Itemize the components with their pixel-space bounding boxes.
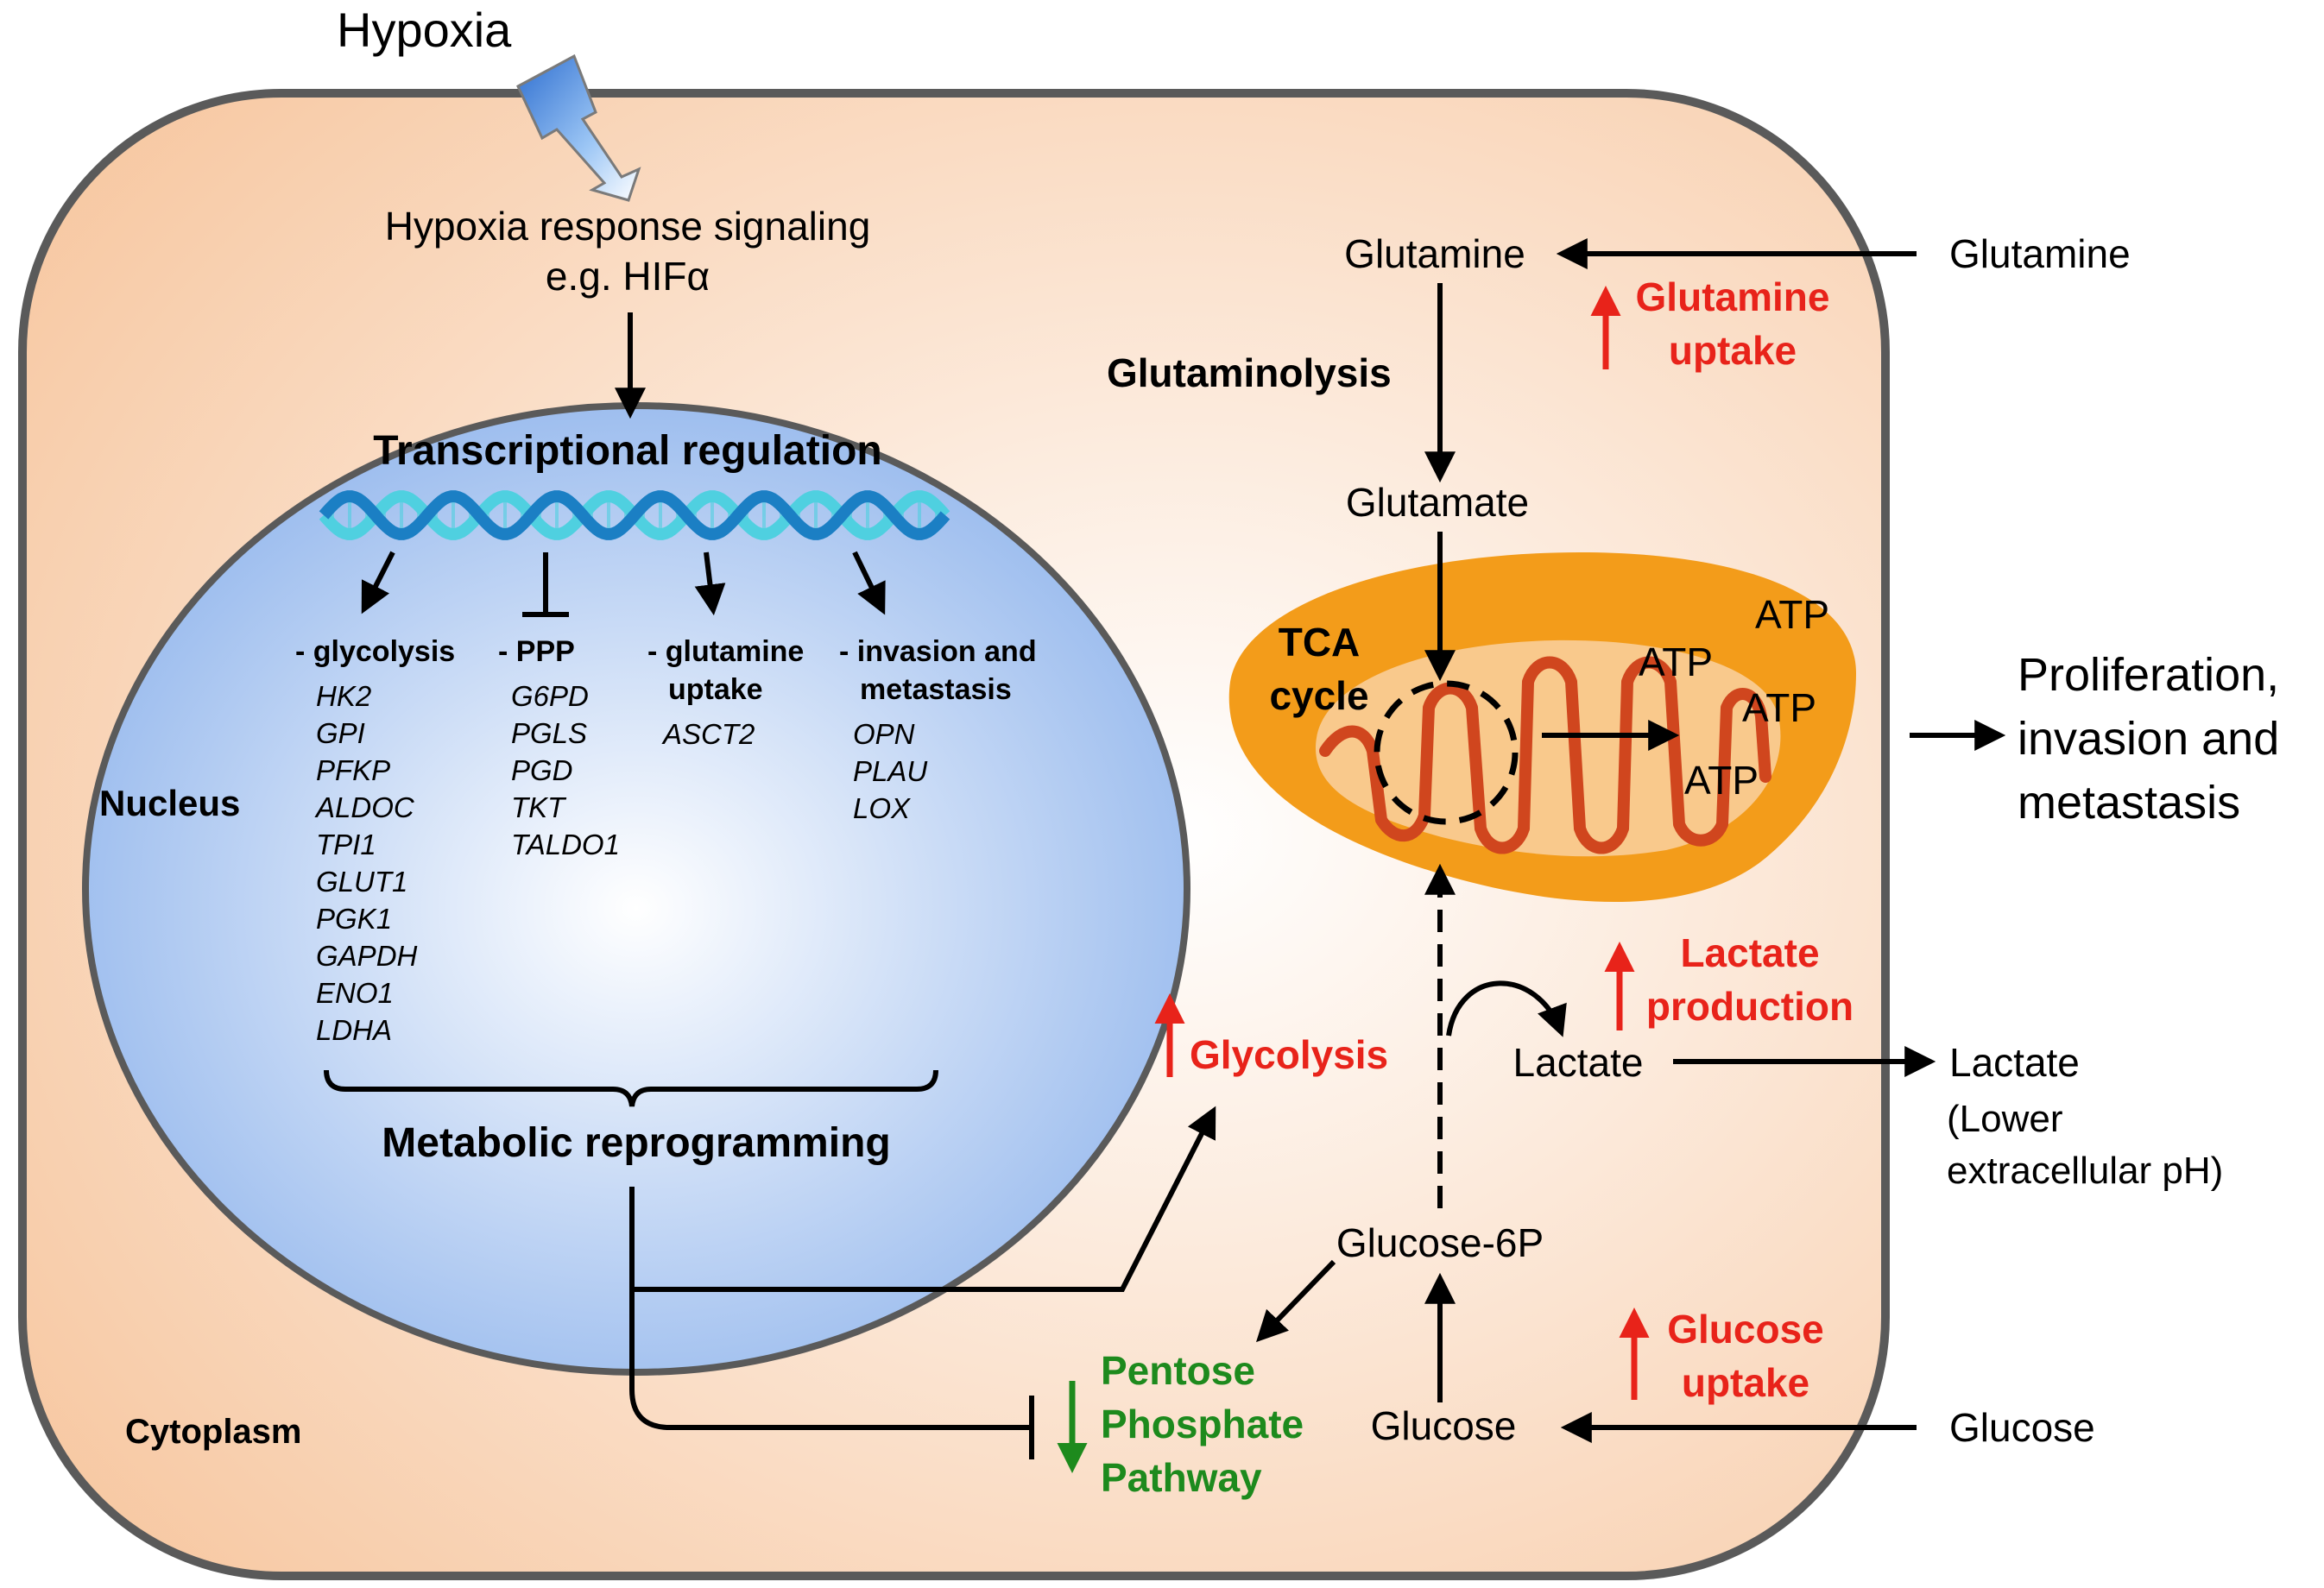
gene-name: PGK1 (316, 903, 392, 935)
mitochondrion (1228, 552, 1856, 902)
gene-name: GLUT1 (316, 866, 407, 898)
atp-label-2: ATP (1639, 640, 1713, 684)
gene-group-heading: - PPP (498, 635, 575, 668)
nucleus-label: Nucleus (99, 783, 240, 823)
gene-name: PLAU (853, 755, 927, 787)
tca-cycle-label: cycle (1269, 673, 1368, 718)
gene-name: OPN (853, 718, 915, 750)
lactate-inside-label: Lactate (1513, 1040, 1644, 1085)
arrow-glucose6p-to-ppp (1255, 1259, 1336, 1343)
gene-group-heading: metastasis (860, 673, 1012, 706)
glutamine-outside-label: Glutamine (1949, 231, 2131, 276)
gene-name: ENO1 (316, 977, 394, 1009)
atp-label-3: ATP (1742, 685, 1816, 730)
lower-ph-label-2: extracellular pH) (1947, 1150, 2223, 1192)
glutamine-uptake-label: Glutamine (1636, 274, 1830, 319)
glycolysis-label: Glycolysis (1190, 1032, 1388, 1077)
ppp-label-1: Pentose (1101, 1348, 1255, 1393)
gene-name: TKT (511, 791, 567, 823)
gene-name: LOX (853, 792, 912, 824)
atp-label-1: ATP (1755, 592, 1829, 637)
glucose-uptake-label: Glucose (1667, 1307, 1824, 1352)
glucose-outside-label: Glucose (1949, 1405, 2095, 1450)
gene-name: PFKP (316, 754, 390, 786)
arrow-dna-glutamine-uptake (694, 551, 726, 616)
hif-label: e.g. HIFα (546, 254, 710, 299)
transcriptional-regulation-label: Transcriptional regulation (373, 428, 881, 474)
lower-ph-label: (Lower (1947, 1098, 2063, 1140)
glucose-inside-label: Glucose (1371, 1403, 1517, 1448)
tca-cycle-circle (1374, 680, 1519, 825)
gene-name: TPI1 (316, 829, 376, 860)
labels: Hypoxia Hypoxia response signaling e.g. … (99, 3, 2279, 1500)
gene-name: G6PD (511, 680, 589, 712)
gene-group-heading: - glutamine (647, 635, 804, 668)
mitochondrion-cristae (1319, 656, 1771, 854)
arrow-curve-to-lactate (1446, 980, 1567, 1037)
gene-group-heading: uptake (668, 673, 763, 706)
glutamate-label: Glutamate (1346, 480, 1529, 525)
pathway-arrows (324, 238, 2006, 1459)
arrow-dna-invasion (852, 551, 886, 615)
lactate-production-label: Lactate (1680, 930, 1819, 975)
inhibit-reprogramming-to-ppp (629, 1289, 1029, 1430)
gene-name: LDHA (316, 1014, 392, 1046)
gene-name: ALDOC (314, 791, 415, 823)
lightning-bolt-icon (516, 54, 641, 202)
outcome-label-1: Proliferation, (2018, 649, 2279, 701)
gene-name: PGLS (511, 717, 587, 749)
glucose6p-label: Glucose-6P (1336, 1220, 1544, 1265)
gene-name: PGD (511, 754, 573, 786)
arrow-reprogramming-to-glycolysis (629, 1106, 1216, 1292)
ppp-label-3: Pathway (1101, 1455, 1262, 1500)
gene-group-heading: - invasion and (839, 635, 1037, 668)
regulation-arrows (1057, 286, 1650, 1473)
gene-name: GPI (316, 717, 365, 749)
metabolic-reprogramming-label: Metabolic reprogramming (382, 1120, 890, 1166)
gene-name: ASCT2 (661, 718, 755, 750)
lactate-production-label-2: production (1646, 984, 1854, 1029)
arrow-dna-glycolysis (361, 551, 395, 614)
glutamine-inside-label: Glutamine (1344, 231, 1525, 276)
gene-name: HK2 (316, 680, 371, 712)
dna-helix-icon (319, 490, 950, 540)
hypoxia-label: Hypoxia (337, 3, 512, 57)
nucleus (82, 402, 1190, 1376)
atp-label-4: ATP (1684, 758, 1759, 803)
outcome-label-2: invasion and (2018, 713, 2279, 765)
lactate-outside-label: Lactate (1949, 1040, 2080, 1085)
ppp-label-2: Phosphate (1101, 1402, 1304, 1446)
glucose-uptake-label-2: uptake (1682, 1360, 1809, 1405)
gene-group-heading: - glycolysis (295, 635, 455, 668)
cytoplasm-label: Cytoplasm (125, 1413, 302, 1451)
gene-name: GAPDH (316, 940, 418, 972)
glutaminolysis-label: Glutaminolysis (1107, 350, 1392, 395)
outcome-label-3: metastasis (2018, 777, 2240, 829)
gene-name: TALDO1 (511, 829, 620, 860)
tca-label: TCA (1279, 620, 1361, 665)
glutamine-uptake-label-2: uptake (1669, 328, 1797, 373)
hypoxia-signaling-label: Hypoxia response signaling (385, 204, 871, 249)
brace-metabolic-reprogramming (324, 1069, 938, 1107)
dna-strand (319, 490, 950, 540)
